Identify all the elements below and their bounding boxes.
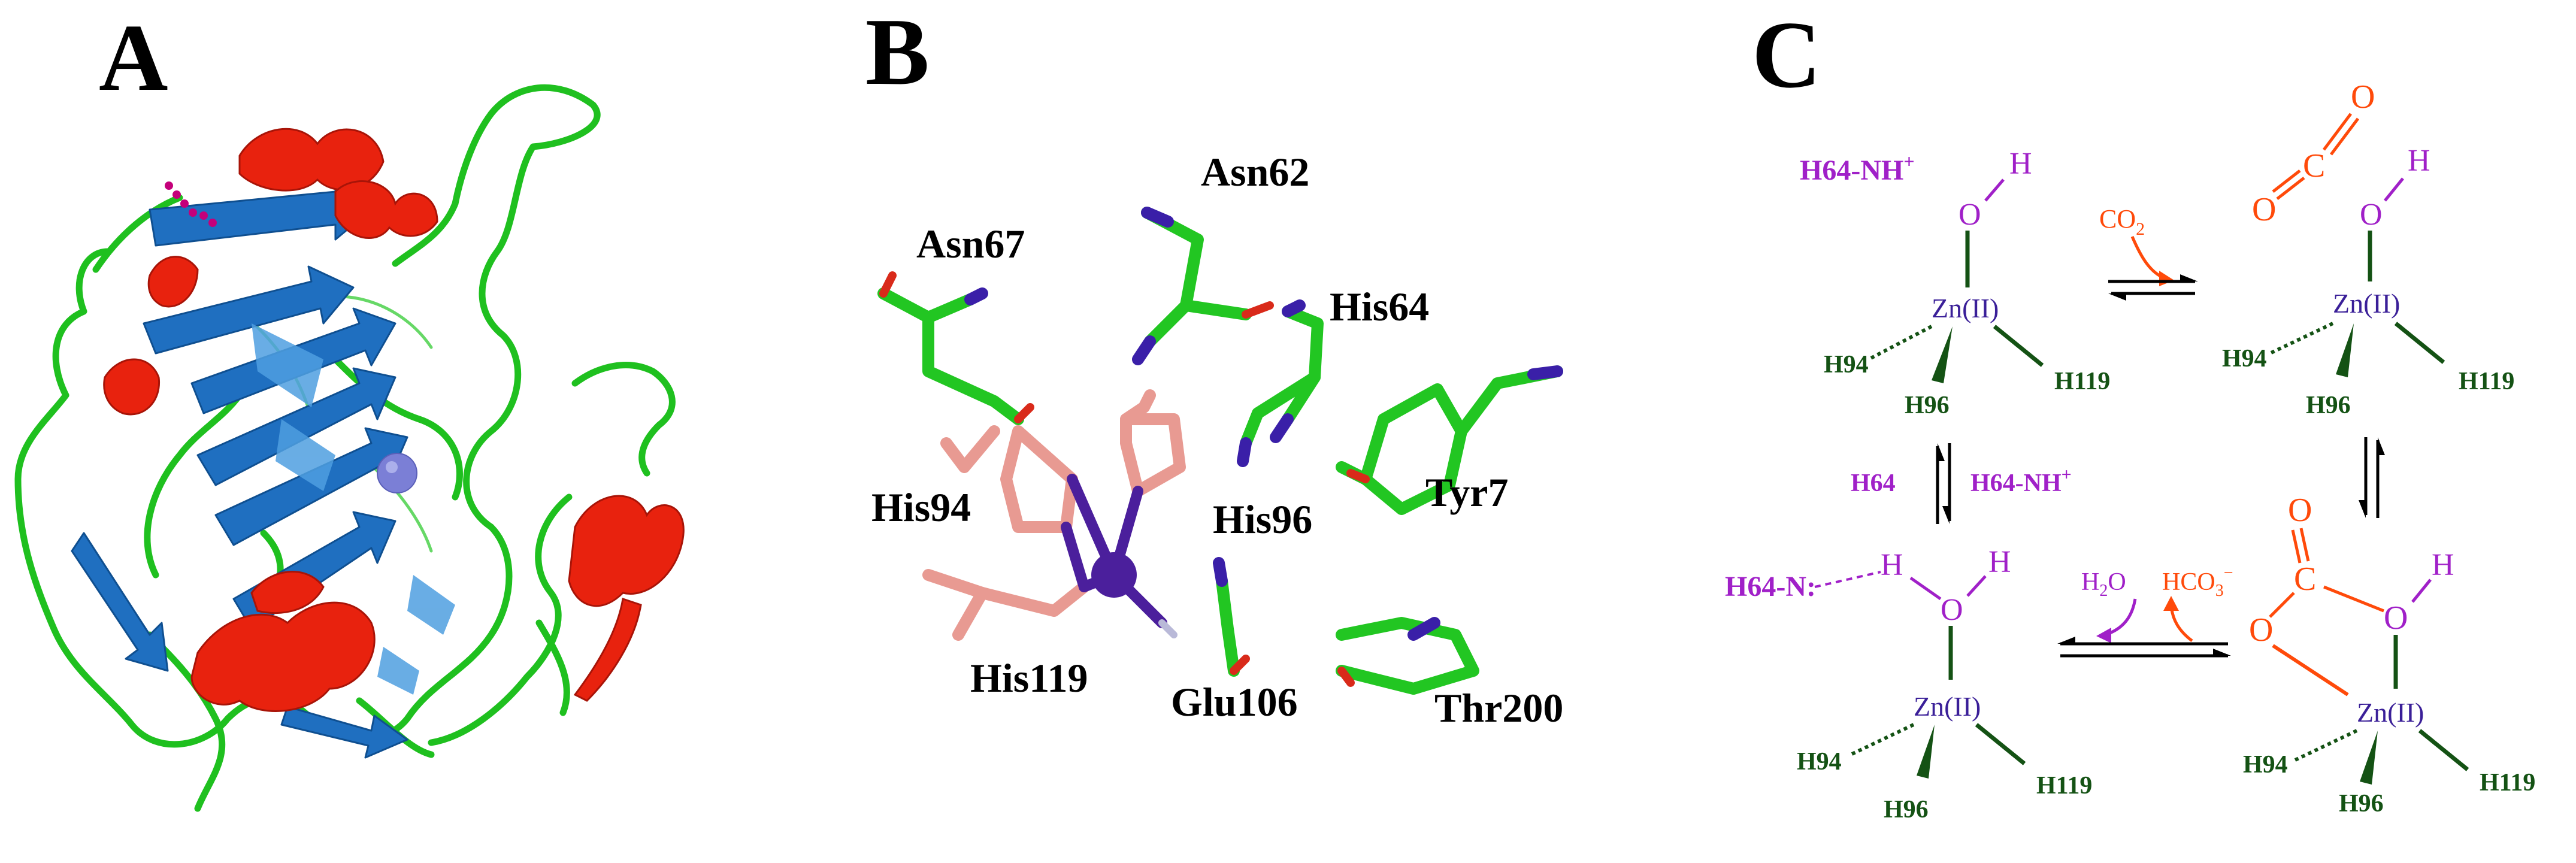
panel-c-letter: C — [1752, 1, 1821, 108]
hco3-label: HCO3− — [2162, 564, 2233, 600]
residue-label-thr200: Thr200 — [1434, 685, 1563, 731]
h94-label: H94 — [1824, 351, 1869, 378]
hydrogen-label: H — [1988, 545, 2011, 579]
residue-label-his94: His94 — [871, 485, 971, 530]
residue-label-asn62: Asn62 — [1201, 149, 1309, 195]
protein-ribbon-icon — [14, 84, 685, 812]
h96-label: H96 — [1905, 392, 1950, 419]
complex-zn-hydroxide-co2: O C O O H Zn(II) H94 H96 H119 — [2222, 78, 2514, 419]
hydrogen-label: H — [2009, 147, 2032, 181]
zn-label: Zn(II) — [1914, 691, 1981, 722]
complex-zn-bicarbonate: O C O O H Zn(II) H94 H96 H119 — [2243, 492, 2535, 817]
h96-label: H96 — [2339, 790, 2384, 817]
co2-c-label: C — [2303, 147, 2325, 184]
residue-label-his64: His64 — [1330, 284, 1429, 329]
residue-label-tyr7: Tyr7 — [1425, 470, 1509, 515]
hydrogen-label: H — [1881, 548, 1903, 582]
h64-nh-label: H64-NH+ — [1970, 465, 2072, 497]
h94-label: H94 — [1797, 748, 1842, 776]
panel-a: A — [14, 4, 685, 812]
zn-label: Zn(II) — [1932, 293, 1999, 323]
h119-label: H119 — [2480, 769, 2535, 797]
h64-n-label: H64-N: — [1725, 571, 1816, 602]
h119-label: H119 — [2459, 368, 2514, 395]
h2o-label: H2O — [2081, 568, 2126, 600]
zinc-atom — [1091, 552, 1137, 598]
panel-b-letter: B — [865, 0, 930, 105]
bicarb-o-top-label: O — [2288, 492, 2312, 529]
co2-o2-label: O — [2351, 78, 2375, 116]
residue-label-glu106: Glu106 — [1171, 679, 1298, 725]
zinc-ion-sphere — [377, 453, 417, 493]
oxygen-label: O — [1941, 593, 1963, 627]
equilibrium-arrow-icon: H64 H64-NH+ — [1851, 443, 2072, 524]
hydrogen-label: H — [2408, 144, 2430, 178]
residue-label-his119: His119 — [970, 655, 1088, 701]
h64-nh-label: H64-NH+ — [1800, 150, 1915, 186]
equilibrium-arrow-icon: H2O HCO3− — [2057, 564, 2233, 658]
h119-label: H119 — [2054, 368, 2110, 395]
bicarb-o-left-label: O — [2249, 611, 2273, 649]
co2-label: CO2 — [2099, 204, 2145, 239]
h94-label: H94 — [2222, 345, 2267, 373]
complex-zn-hydroxide-protonated: H64-NH+ O H Zn(II) H94 H96 H119 — [1800, 147, 2110, 419]
co2-o1-label: O — [2252, 191, 2276, 228]
oxygen-label: O — [2384, 599, 2408, 637]
panel-a-letter: A — [99, 4, 168, 111]
active-site-sticks-icon — [877, 207, 1563, 695]
bicarb-c-label: C — [2294, 561, 2316, 598]
oxygen-label: O — [2360, 198, 2383, 232]
h94-label: H94 — [2243, 751, 2288, 779]
h96-label: H96 — [1884, 796, 1929, 823]
zn-label: Zn(II) — [2357, 697, 2424, 728]
h96-label: H96 — [2306, 392, 2351, 419]
equilibrium-arrow-icon: CO2 — [2099, 204, 2198, 301]
h119-label: H119 — [2036, 772, 2092, 800]
zn-label: Zn(II) — [2333, 288, 2400, 319]
residue-label-his96: His96 — [1213, 496, 1312, 542]
equilibrium-arrow-icon — [2359, 437, 2385, 518]
hydrogen-label: H — [2432, 548, 2454, 582]
oxygen-label: O — [1959, 198, 1981, 232]
panel-c: C H64-NH+ O H Zn(II) H94 H96 H119 CO2 — [1725, 1, 2535, 823]
complex-zn-water-h64-neutral: H64-N: H O H Zn(II) H94 H96 H119 — [1725, 545, 2092, 823]
panel-b: B — [865, 0, 1563, 731]
residue-label-asn67: Asn67 — [916, 221, 1025, 267]
h64-label: H64 — [1851, 470, 1896, 497]
